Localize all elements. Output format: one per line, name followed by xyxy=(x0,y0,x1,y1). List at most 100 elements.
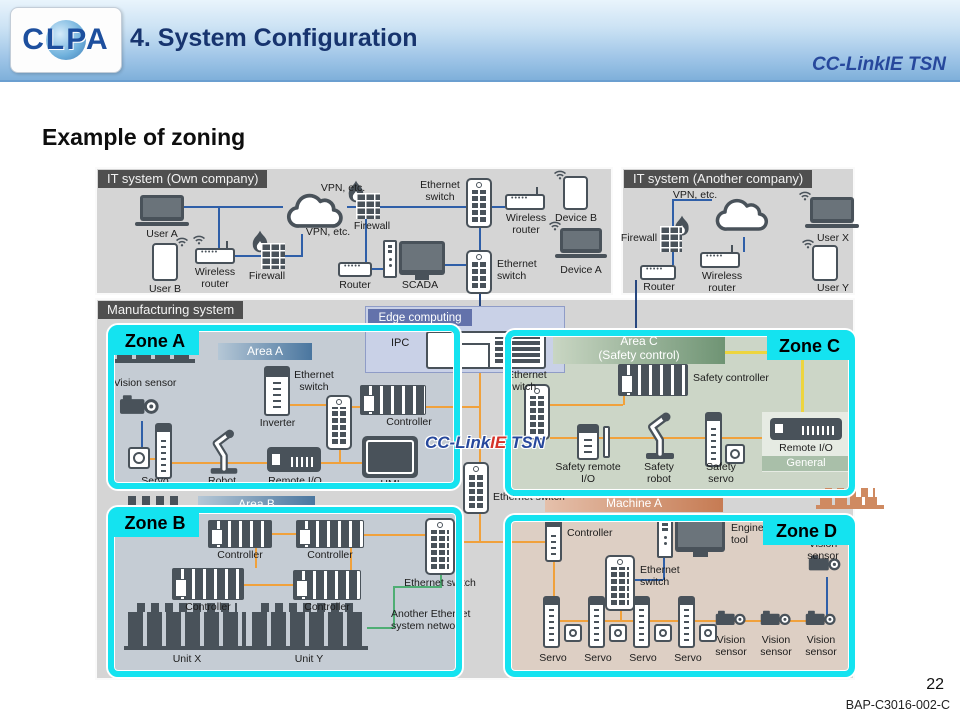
wireless-router-icon xyxy=(195,241,235,264)
connection-line xyxy=(743,237,745,252)
connection-line xyxy=(444,264,466,266)
vpn-label: VPN, etc. xyxy=(672,189,718,201)
connection-line xyxy=(339,450,341,463)
zone-d-border xyxy=(505,515,855,677)
servo-motor-icon xyxy=(654,624,672,642)
firewall-label: Firewall xyxy=(248,270,286,282)
watermark-ie: IE xyxy=(490,433,507,452)
inverter-icon xyxy=(264,366,290,416)
connection-line xyxy=(672,252,674,265)
remote-io-icon xyxy=(770,418,842,440)
connection-line xyxy=(455,541,545,543)
logo-ie: IE xyxy=(884,54,903,75)
area-c-badge: Area C (Safety control) xyxy=(553,333,725,364)
wireless-router-icon xyxy=(700,245,740,268)
engineering-monitor-icon xyxy=(675,516,725,557)
robot-label: Robot xyxy=(207,475,237,487)
device-a-label: Device A xyxy=(560,264,602,276)
connection-line xyxy=(672,199,712,201)
controller-icon xyxy=(296,520,364,548)
connection-line xyxy=(672,200,674,226)
remote-io-icon xyxy=(267,447,321,472)
tablet-icon xyxy=(152,243,178,281)
vpn-label: VPN, etc. xyxy=(320,182,366,194)
cloud-icon xyxy=(712,193,772,237)
controller-label: Controller xyxy=(567,527,613,539)
tablet-icon xyxy=(812,245,838,281)
vpn-label: VPN, etc. xyxy=(305,226,351,238)
unit-y-label: Unit Y xyxy=(294,653,324,665)
servo-motor-icon xyxy=(128,447,150,469)
servo-motor-icon xyxy=(699,624,717,642)
machine-a-badge: Machine A xyxy=(545,494,723,512)
laptop-icon xyxy=(135,195,189,226)
connection-line xyxy=(141,421,143,448)
safety-servo-motor-icon xyxy=(725,444,745,464)
wireless-router-label: Wireless router xyxy=(505,212,547,236)
scada-monitor-icon xyxy=(399,241,445,280)
ethernet-switch-label: Ethernet switch xyxy=(404,577,476,589)
connection-line xyxy=(663,558,665,580)
connection-line xyxy=(440,575,442,588)
connection-line xyxy=(184,206,283,208)
connection-line xyxy=(479,372,481,462)
servo-label: Servo xyxy=(674,652,702,664)
unit-y-machines-icon xyxy=(248,603,368,650)
clpa-logo: CLPA xyxy=(10,7,122,73)
ipc-label: IPC xyxy=(391,337,410,349)
connection-line xyxy=(218,207,220,248)
connection-line xyxy=(553,562,555,621)
clpa-logo-text: CLPA xyxy=(22,23,110,56)
inverter-label: Inverter xyxy=(259,417,296,429)
user-b-label: User B xyxy=(148,283,182,295)
ethernet-switch-label: Ethernet switch xyxy=(507,369,547,393)
firewall-icon xyxy=(356,193,380,219)
ethernet-switch-icon xyxy=(524,384,550,440)
watermark-cclink: CC-Link xyxy=(425,433,491,452)
router-label: Router xyxy=(643,281,675,293)
controller-label: Controller xyxy=(185,601,231,613)
ethernet-switch-label: Ethernet switch xyxy=(640,564,680,588)
connection-line xyxy=(272,533,296,535)
servo-label: Servo xyxy=(539,652,567,664)
connection-line xyxy=(479,514,481,543)
zone-a-border xyxy=(108,325,460,489)
controller-label: Controller xyxy=(217,549,263,561)
connection-line xyxy=(393,586,395,628)
servo-drive-icon xyxy=(543,596,560,648)
wireless-router-label: Wireless router xyxy=(194,266,236,290)
servo-motor-icon xyxy=(609,624,627,642)
edge-computing-box: Edge computing IPC xyxy=(365,306,565,373)
connection-line xyxy=(426,406,480,408)
servo-label: Servo xyxy=(584,652,612,664)
safety-remote-io-icon xyxy=(577,424,599,460)
another-network-label: Another Ethernet system network xyxy=(391,608,471,632)
safety-remote-io-module xyxy=(603,426,610,458)
logo-tsn: TSN xyxy=(908,54,946,75)
connection-line xyxy=(635,579,663,581)
area-c-line2: (Safety control) xyxy=(598,348,680,363)
router-icon xyxy=(338,262,372,277)
network-diagram: IT system (Own company) IT system (Anoth… xyxy=(95,167,884,680)
connection-line xyxy=(492,206,505,208)
connection-line xyxy=(255,548,257,568)
controller-icon xyxy=(172,568,244,600)
connection-line xyxy=(826,577,828,621)
general-badge: General xyxy=(762,456,850,471)
servo-label: Servo xyxy=(141,475,169,487)
servo-drive-icon xyxy=(678,596,695,648)
router-icon xyxy=(640,265,676,280)
safety-controller-label: Safety controller xyxy=(693,372,769,384)
servo-drive-icon xyxy=(155,423,172,479)
cclink-ie-tsn-logo: CC-LinkIE TSN xyxy=(812,54,946,76)
servo-label: Servo xyxy=(629,652,657,664)
zone-a-label: Zone A xyxy=(111,328,199,355)
wireless-router-label: Wireless router xyxy=(701,270,743,294)
zone-b-label: Zone B xyxy=(111,510,199,537)
machine-deco-orange xyxy=(816,488,884,509)
edge-computing-title: Edge computing xyxy=(368,309,472,326)
vision-sensor-label: Vision sensor xyxy=(805,634,837,658)
unit-x-machines-icon xyxy=(124,603,250,650)
connection-line xyxy=(150,458,156,460)
connection-line xyxy=(244,584,293,586)
